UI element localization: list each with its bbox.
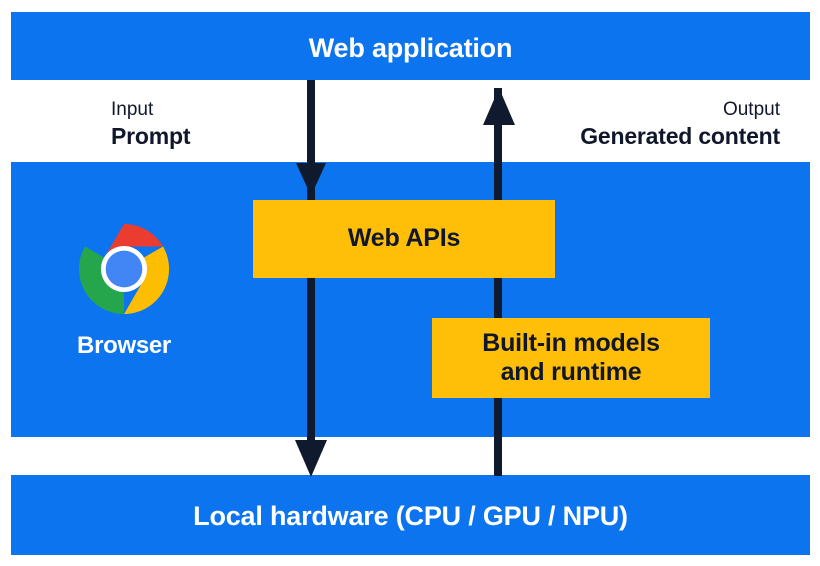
flow-input-value: Prompt <box>111 123 191 149</box>
box-web-apis-label: Web APIs <box>347 224 461 253</box>
box-web-apis[interactable]: Web APIs <box>253 200 555 278</box>
box-builtin-models-line2: and runtime <box>500 358 642 386</box>
band-local-hardware: Local hardware (CPU / GPU / NPU) <box>11 475 810 555</box>
browser-group: Browser <box>50 222 198 372</box>
band-web-application: Web application <box>11 12 810 80</box>
flow-output-kind: Output <box>722 99 780 120</box>
box-builtin-models-line1: Built-in models <box>482 328 660 357</box>
box-builtin-models-label: Built-in models and runtime <box>482 329 660 388</box>
flow-output-value: Generated content <box>580 123 780 149</box>
box-builtin-models[interactable]: Built-in models and runtime <box>432 318 710 398</box>
chrome-logo-icon <box>77 222 171 316</box>
flow-label-input: Input Prompt <box>111 99 191 150</box>
flow-label-output: Output Generated content <box>580 99 780 150</box>
flow-input-kind: Input <box>111 99 154 120</box>
browser-label: Browser <box>77 332 171 359</box>
band-local-hardware-label: Local hardware (CPU / GPU / NPU) <box>193 501 628 531</box>
band-web-application-label: Web application <box>308 33 513 63</box>
